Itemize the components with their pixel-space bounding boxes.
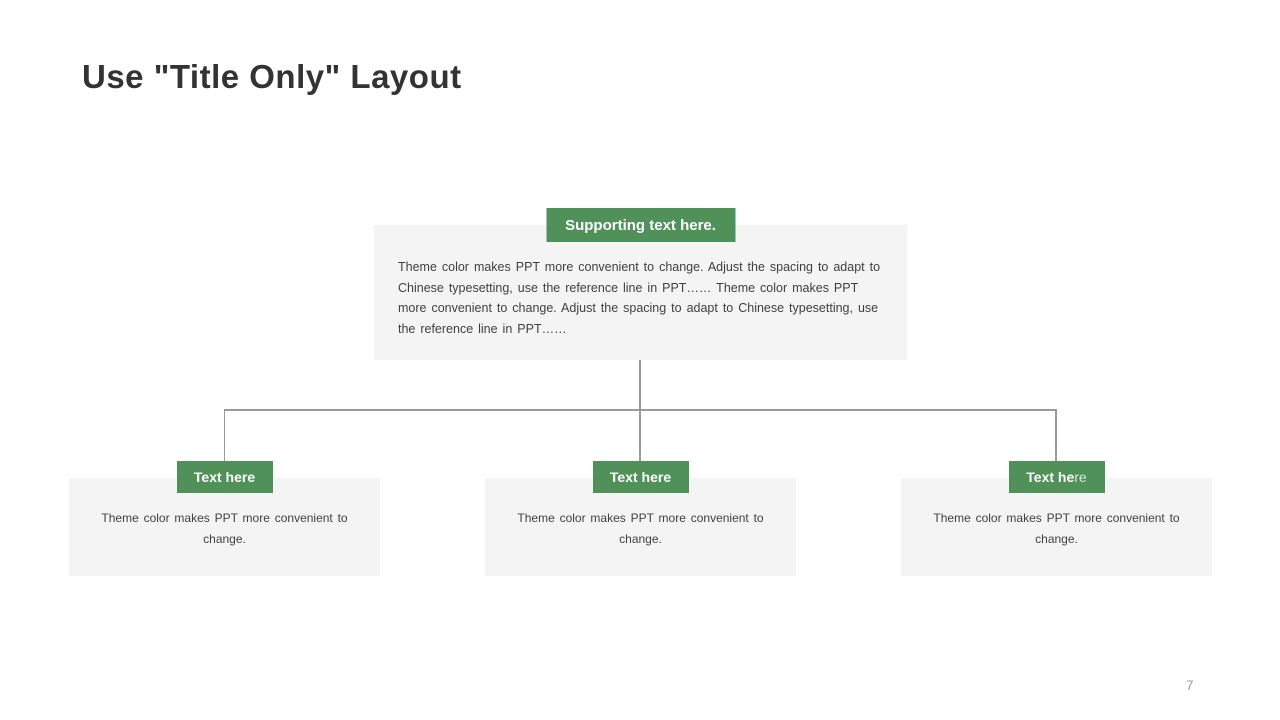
child-card-1: Text here Theme color makes PPT more con… xyxy=(69,461,380,576)
child-badge-2: Text here xyxy=(592,461,689,493)
child-badge-2-label: Text here xyxy=(609,469,672,485)
supporting-text-badge-label: Supporting text here. xyxy=(565,216,716,234)
child-body-1: Theme color makes PPT more convenient to… xyxy=(101,511,348,546)
child-badge-1: Text here xyxy=(176,461,273,493)
connector-root-drop xyxy=(639,360,641,409)
child-card-2: Text here Theme color makes PPT more con… xyxy=(485,461,796,576)
slide-title: Use "Title Only" Layout xyxy=(82,58,462,95)
child-badge-3-label-light: re xyxy=(1074,469,1087,485)
supporting-text-body: Theme color makes PPT more convenient to… xyxy=(398,260,881,337)
child-badge-3-label: Text he xyxy=(1026,469,1075,485)
connector-drop-center xyxy=(639,409,641,461)
supporting-text-badge: Supporting text here. xyxy=(546,208,735,242)
child-body-3: Theme color makes PPT more convenient to… xyxy=(933,511,1180,546)
page-number: 7 xyxy=(1186,678,1194,693)
supporting-text-card: Supporting text here. Theme color makes … xyxy=(374,208,907,360)
child-badge-1-label: Text here xyxy=(193,469,256,485)
child-body-2: Theme color makes PPT more convenient to… xyxy=(517,511,764,546)
connector-drop-right xyxy=(1055,409,1057,461)
connector-drop-left xyxy=(223,409,226,461)
